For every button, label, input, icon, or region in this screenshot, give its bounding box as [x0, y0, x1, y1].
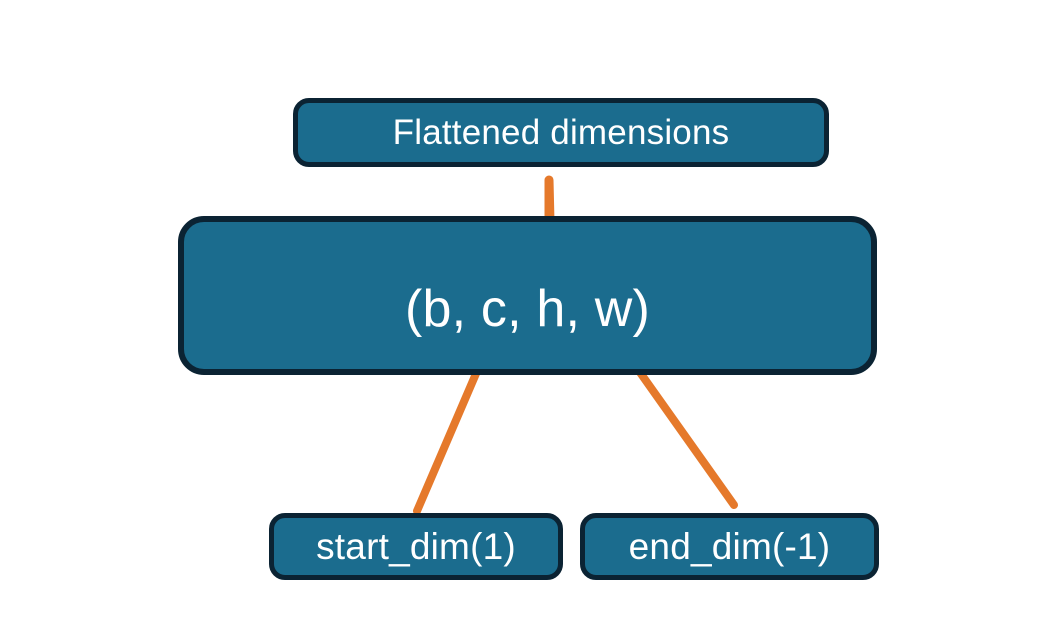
- flattened-dimensions-box[interactable]: Flattened dimensions: [293, 98, 829, 167]
- flattened-dimensions-label: Flattened dimensions: [392, 112, 730, 152]
- tensor-shape-box[interactable]: (b, c, h, w): [178, 216, 877, 375]
- start-dim-label: start_dim(1): [316, 525, 516, 567]
- tensor-shape-label: (b, c, h, w): [404, 279, 651, 338]
- end-dim-box[interactable]: end_dim(-1): [580, 513, 879, 580]
- end-dim-label: end_dim(-1): [628, 525, 831, 567]
- start-dim-box[interactable]: start_dim(1): [269, 513, 563, 580]
